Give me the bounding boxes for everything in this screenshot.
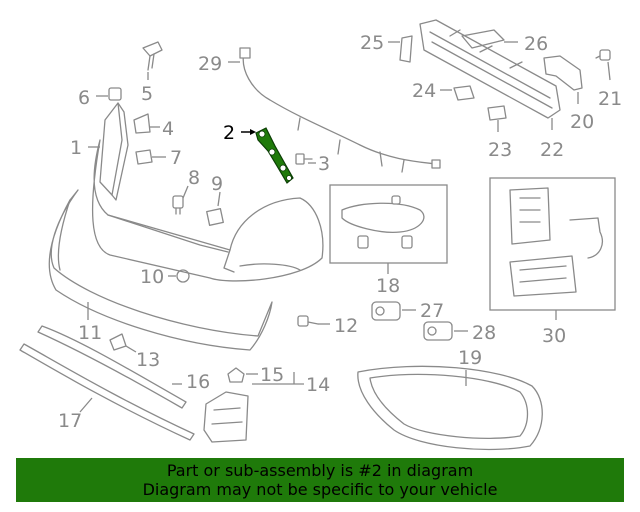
leader-13: [125, 345, 137, 353]
callout-16: 16: [186, 371, 210, 393]
part-26-pad: [461, 29, 505, 49]
callout-4: 4: [162, 118, 174, 140]
callout-26: 26: [524, 33, 548, 55]
part-27-sensor: [371, 301, 401, 321]
parts-diagram: 1 2 3 4 5 6 7 8 9: [19, 19, 622, 451]
part-13-clip: [109, 333, 127, 351]
part-1-bracket: [99, 102, 129, 201]
callout-25: 25: [360, 32, 384, 54]
part-11-lower-bumper: [48, 189, 273, 351]
part-18-reflector: [341, 195, 425, 249]
part-24-clip: [453, 85, 475, 101]
callout-6: 6: [78, 87, 90, 109]
callout-3: 3: [318, 153, 330, 175]
callout-17: 17: [58, 410, 82, 432]
part-4-clip: [133, 113, 151, 134]
part-7-clip: [135, 149, 153, 165]
part-21-bolt: [595, 49, 611, 61]
part-10-plug: [176, 269, 190, 283]
callout-14: 14: [306, 374, 330, 396]
part-28-sensor: [423, 321, 453, 341]
callout-1: 1: [70, 137, 82, 159]
callout-2: 2: [223, 122, 235, 144]
part-23-clip: [487, 105, 507, 121]
leader-14: [252, 372, 304, 385]
part-29-harness: [239, 47, 441, 173]
callout-27: 27: [420, 300, 444, 322]
callout-5: 5: [141, 83, 153, 105]
callout-13: 13: [136, 349, 160, 371]
callout-18: 18: [376, 275, 400, 297]
callout-24: 24: [412, 80, 436, 102]
callout-29: 29: [198, 53, 222, 75]
part-20-bracket: [543, 55, 583, 91]
part-15-nut: [227, 367, 245, 383]
part-3-screw: [295, 153, 313, 165]
part-30-sensor-bracket: [509, 187, 603, 297]
leader-9: [217, 191, 221, 207]
bumper-cover-upper: [91, 139, 324, 282]
callout-11: 11: [78, 322, 102, 344]
callout-10: 10: [140, 266, 164, 288]
part-16-strip: [37, 325, 187, 409]
part-9-label: [206, 208, 224, 226]
callout-12: 12: [334, 315, 358, 337]
part-6-nut: [108, 87, 122, 101]
callout-23: 23: [488, 139, 512, 161]
callout-9: 9: [211, 173, 223, 195]
callout-19: 19: [458, 347, 482, 369]
callout-28: 28: [472, 322, 496, 344]
callout-7: 7: [170, 147, 182, 169]
part-14-bracket: [203, 391, 249, 443]
leader-21: [607, 61, 611, 81]
part-25-bracket: [399, 35, 413, 63]
banner-line-1: Part or sub-assembly is #2 in diagram: [166, 461, 474, 480]
callout-15: 15: [260, 364, 284, 386]
callout-21: 21: [598, 88, 622, 110]
part-19-bezel: [357, 365, 543, 451]
banner-line-2: Diagram may not be specific to your vehi…: [142, 480, 498, 499]
leader-17: [79, 397, 93, 413]
box-18: [329, 184, 448, 264]
callout-22: 22: [540, 139, 564, 161]
part-2-bracket: [255, 127, 294, 184]
callout-8: 8: [188, 167, 200, 189]
part-8-bolt: [172, 195, 184, 215]
callout-30: 30: [542, 325, 566, 347]
info-banner: Part or sub-assembly is #2 in diagram Di…: [16, 458, 624, 502]
box-30: [489, 177, 616, 311]
part-17-trim: [19, 343, 195, 441]
part-12-bolt: [297, 315, 319, 327]
part-5-pin: [142, 41, 163, 71]
leader-8: [182, 185, 189, 199]
part-22-beam: [419, 19, 561, 119]
callout-20: 20: [570, 111, 594, 133]
